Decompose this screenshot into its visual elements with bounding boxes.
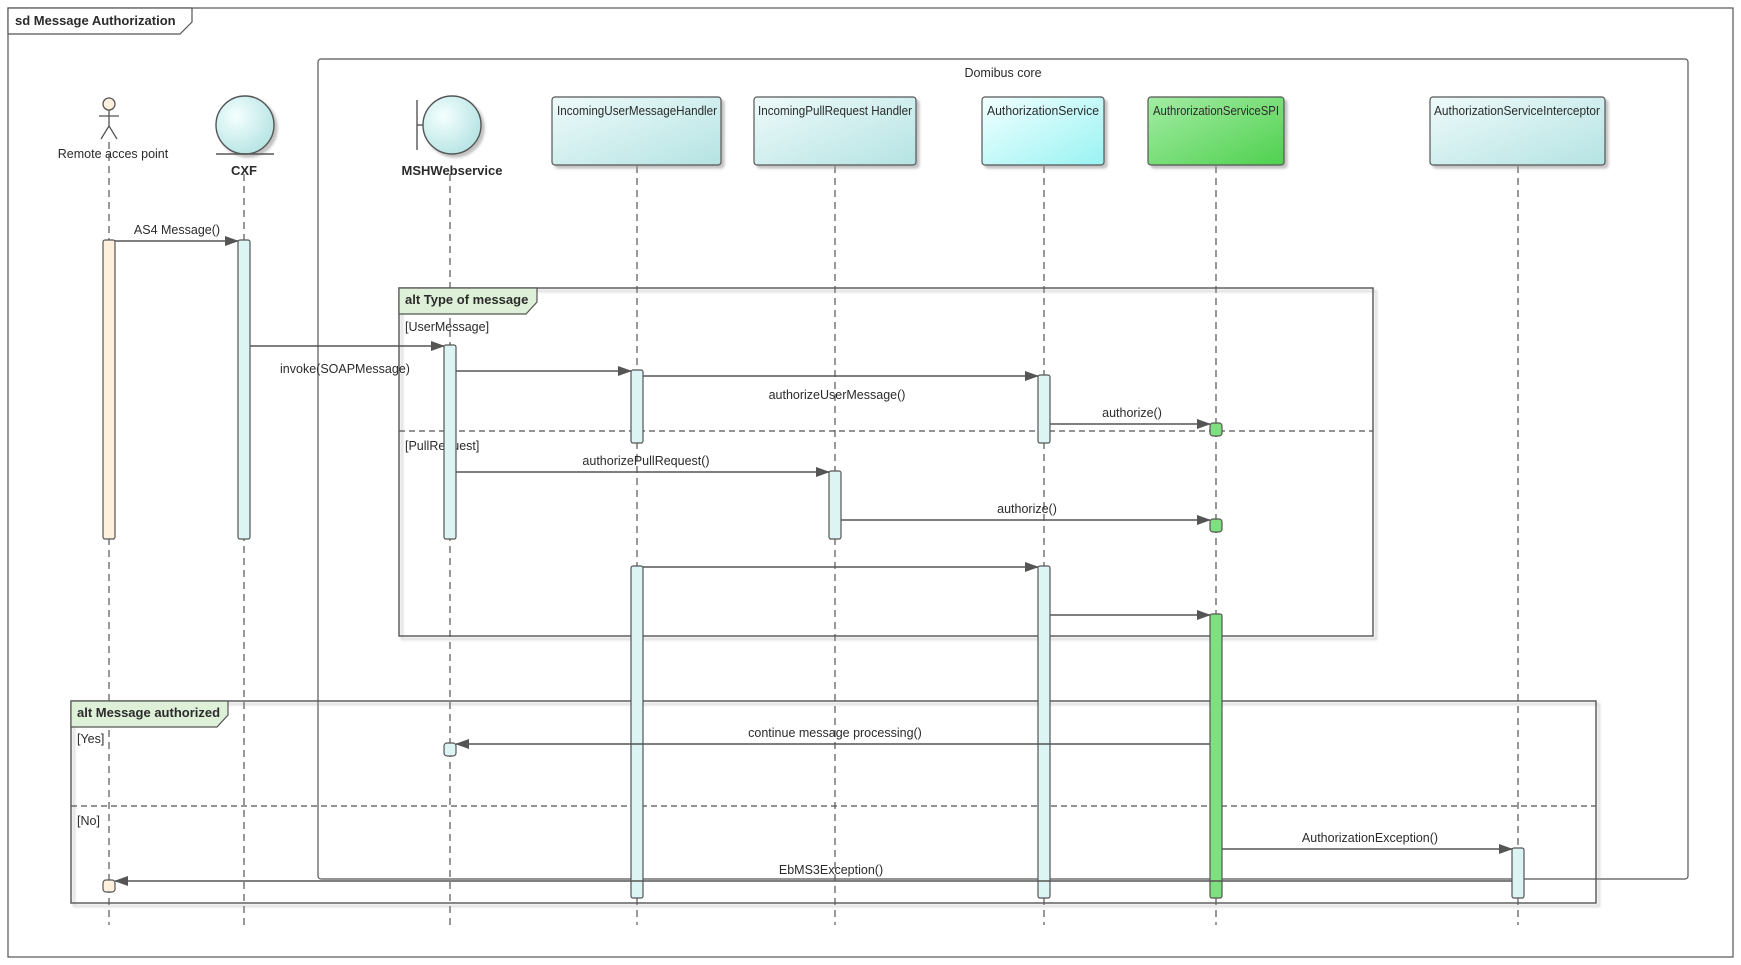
diagram-frame	[7, 7, 1734, 958]
message-authorize-pull-request: authorizePullRequest()	[456, 454, 830, 477]
message-authorize-user-message: authorizeUserMessage()	[643, 371, 1039, 402]
actor-icon	[99, 97, 119, 140]
activation-cxf	[237, 239, 251, 540]
class-label: AuthorizationService	[987, 104, 1099, 118]
activation-spi-2	[1209, 518, 1223, 533]
activation-incoming-user-2	[630, 565, 644, 899]
message-authorize-1: authorize()	[1050, 406, 1211, 429]
frame-message-authorized: alt Message authorized [Yes] [No]	[70, 700, 1597, 904]
actor-label: Remote acces point	[58, 147, 169, 161]
class-head-auth-service: AuthorizationService	[981, 96, 1105, 166]
class-label: AuthrorizationServiceSPI	[1153, 104, 1279, 118]
activation-auth-service-2	[1037, 565, 1051, 899]
activation-spi-3	[1209, 613, 1223, 899]
message-label: authorizeUserMessage()	[769, 388, 906, 402]
messages: AS4 Message() invoke(SOAPMessage) author…	[114, 223, 1513, 886]
msh-label: MSHWebservice	[402, 163, 503, 178]
message-label: AuthorizationException()	[1302, 831, 1438, 845]
activation-spi-1	[1209, 422, 1223, 437]
message-authorization-exception: AuthorizationException()	[1222, 831, 1513, 854]
lifeline-head-msh: MSHWebservice	[402, 95, 503, 178]
frame-title: alt Type of message	[405, 292, 528, 307]
class-label: AuthorizationServiceInterceptor	[1434, 104, 1600, 118]
frame-tab	[398, 287, 538, 315]
boundary-icon	[422, 95, 482, 155]
activation-msh-yes	[443, 742, 457, 757]
activation-incoming-user-1	[630, 369, 644, 444]
class-head-incoming-pull: IncomingPullRequest Handler	[753, 96, 917, 166]
message-label: AS4 Message()	[134, 223, 220, 237]
container-label: Domibus core	[964, 66, 1041, 80]
activation-remote	[102, 239, 116, 540]
actor-remote-access-point: Remote acces point	[58, 97, 169, 161]
message-as4: AS4 Message()	[115, 223, 239, 246]
domibus-core-container	[317, 58, 1689, 880]
diagram-title: sd Message Authorization	[15, 13, 176, 28]
class-head-incoming-user: IncomingUserMessageHandler	[551, 96, 722, 166]
message-label: authorize()	[1102, 406, 1162, 420]
message-label: continue message processing()	[748, 726, 922, 740]
message-ebms3-exception: EbMS3Exception()	[114, 863, 1512, 886]
message-invoke: invoke(SOAPMessage)	[250, 341, 445, 376]
activation-auth-service-1	[1037, 374, 1051, 444]
class-label: IncomingPullRequest Handler	[758, 104, 912, 118]
guard-user-message: [UserMessage]	[405, 320, 489, 334]
message-label: authorizePullRequest()	[582, 454, 709, 468]
activation-incoming-pull	[828, 470, 842, 540]
guard-yes: [Yes]	[77, 732, 104, 746]
guard-no: [No]	[77, 814, 100, 828]
frame-tab	[70, 700, 229, 728]
class-head-auth-interceptor: AuthorizationServiceInterceptor	[1429, 96, 1606, 166]
class-label: IncomingUserMessageHandler	[557, 104, 717, 118]
activation-interceptor	[1511, 847, 1525, 899]
cxf-label: CXF	[231, 163, 257, 178]
message-continue-processing: continue message processing()	[455, 726, 1210, 749]
guard-pull-request: [PullRequest]	[405, 439, 479, 453]
message-label: authorize()	[997, 502, 1057, 516]
message-label: EbMS3Exception()	[779, 863, 883, 877]
lifeline-head-cxf: CXF	[215, 95, 275, 178]
class-head-auth-spi: AuthrorizationServiceSPI	[1147, 96, 1285, 166]
activation-remote-end	[102, 879, 116, 893]
frame-title: alt Message authorized	[77, 705, 220, 720]
message-label: invoke(SOAPMessage)	[280, 362, 410, 376]
diagram-title-tab	[7, 7, 193, 35]
activation-msh	[443, 344, 457, 540]
activations	[102, 239, 1525, 899]
message-authorize-2: authorize()	[841, 502, 1211, 525]
entity-icon	[215, 95, 275, 155]
